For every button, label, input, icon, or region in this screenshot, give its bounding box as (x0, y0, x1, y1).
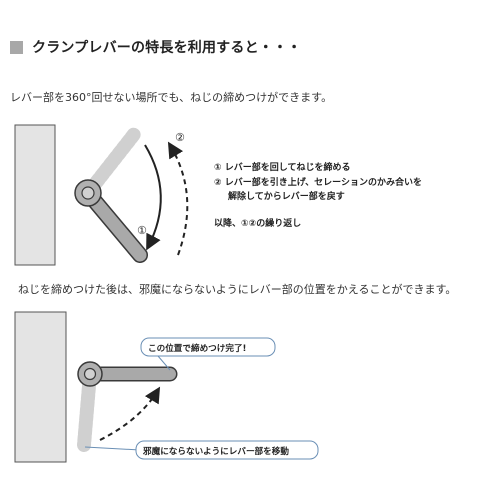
diagram-rotate-lever: ② ① ① レバー部を回してねじを締める ② レバー部を引き上げ、セレーションの… (14, 124, 422, 266)
repeat-note: 以降、①②の繰り返し (214, 217, 301, 229)
description-2: ねじを締めつけた後は、邪魔にならないようにレバー部の位置をかえることができます。 (18, 283, 457, 296)
step-2-cont: 解除してからレバー部を戻す (228, 190, 345, 202)
callout-done: この位置で締めつけ完了! (140, 337, 276, 371)
lever-knob-center (81, 186, 95, 200)
wall-block (14, 124, 56, 266)
marker-1: ① (137, 224, 147, 237)
marker-2: ② (175, 131, 185, 144)
lever-knob-center (83, 367, 97, 381)
step-2: ② レバー部を引き上げ、セレーションのかみ合いを (214, 176, 422, 188)
arrow-rotate-1 (144, 144, 162, 251)
callout-done-text: この位置で締めつけ完了! (148, 342, 246, 354)
diagram-reposition-lever: この位置で締めつけ完了! 邪魔にならないようにレバー部を移動 (14, 311, 319, 463)
step-1: ① レバー部を回してねじを締める (214, 161, 350, 173)
description-1: レバー部を360°回せない場所でも、ねじの締めつけができます。 (10, 91, 333, 104)
heading-bullet-icon (10, 40, 23, 54)
heading-text: クランプレバーの特長を利用すると・・・ (32, 40, 302, 56)
callout-move: 邪魔にならないようにレバー部を移動 (84, 440, 319, 460)
section-heading: クランプレバーの特長を利用すると・・・ (10, 37, 301, 57)
callout-move-text: 邪魔にならないようにレバー部を移動 (142, 445, 289, 457)
arrow-return-2 (167, 141, 189, 256)
wall-block (14, 311, 67, 463)
arrow-move (99, 386, 161, 441)
